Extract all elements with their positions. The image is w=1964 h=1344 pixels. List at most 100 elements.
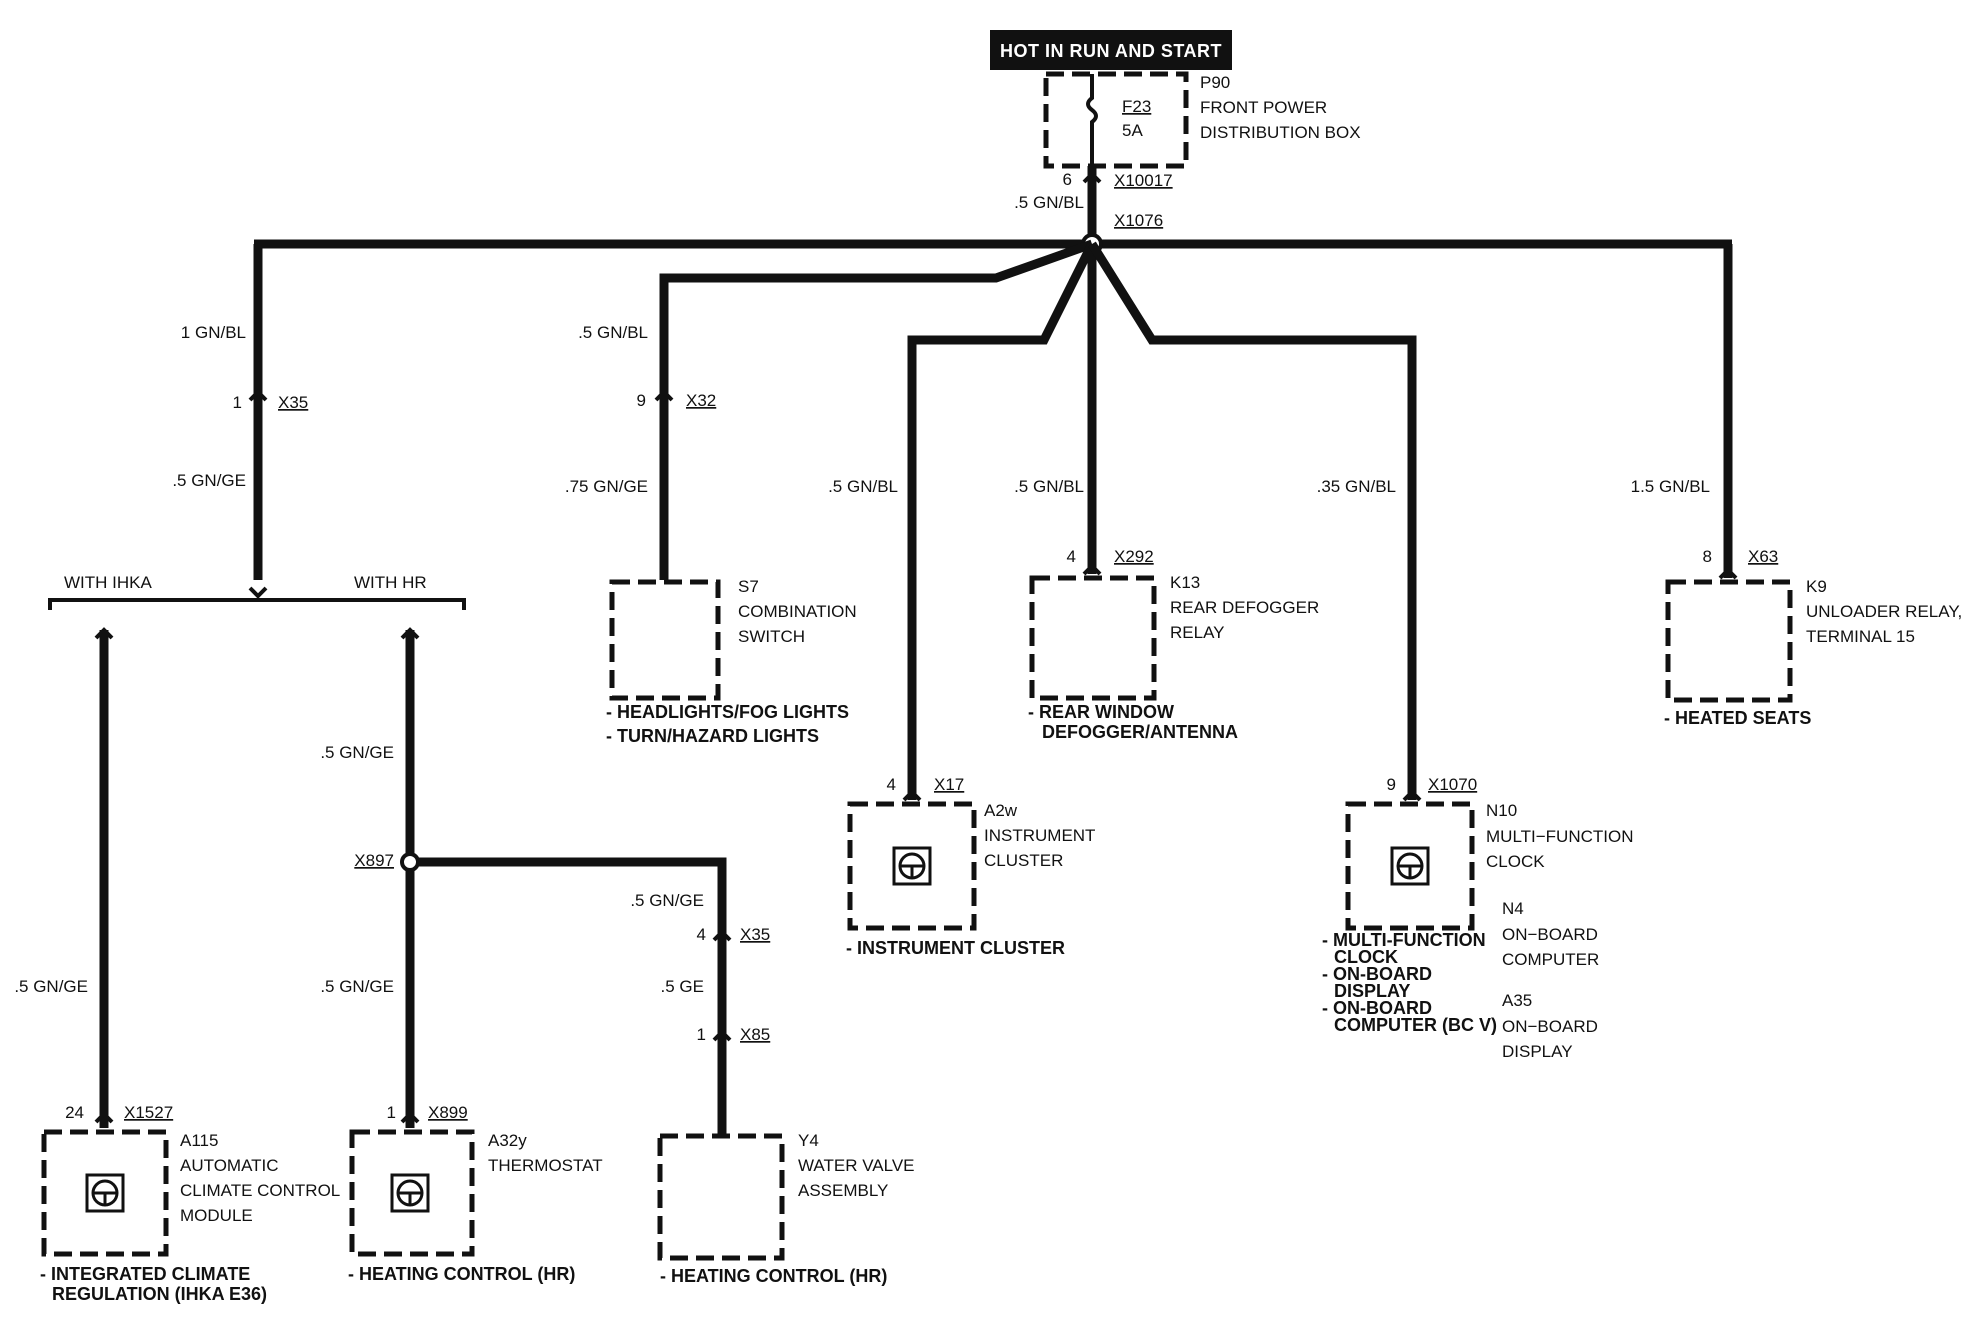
s7-line2: SWITCH: [738, 627, 805, 646]
hr-wire-upper-label: .5 GN/GE: [320, 743, 394, 762]
connector-symbol-x35: [248, 389, 268, 402]
ihka-pin: 1: [233, 393, 242, 412]
connector-symbol-x1527: [94, 1111, 114, 1124]
s7-wire-top: .5 GN/BL: [578, 323, 648, 342]
option-hr-label: WITH HR: [354, 573, 427, 592]
k9-pin: 8: [1703, 547, 1712, 566]
main-splice-label: X1076: [1114, 211, 1163, 230]
fuse-symbol: [1086, 74, 1098, 166]
connector-symbol-x292: [1082, 563, 1102, 576]
a2w-pin: 4: [887, 775, 896, 794]
valve-pin2: 1: [697, 1025, 706, 1044]
n10-note6: COMPUTER (BC V): [1334, 1015, 1497, 1035]
n10-id: N10: [1486, 801, 1517, 820]
k13-note2: DEFOGGER/ANTENNA: [1042, 722, 1238, 742]
hr-wire-lower-label: .5 GN/GE: [320, 977, 394, 996]
hr-splice-label: X897: [354, 851, 394, 870]
n10-note5: - ON-BOARD: [1322, 998, 1432, 1018]
a115-note2: REGULATION (IHKA E36): [52, 1284, 267, 1304]
connector-symbol-x10017: [1082, 171, 1102, 184]
a115-id: A115: [180, 1131, 218, 1150]
fuse-box-line2: DISTRIBUTION BOX: [1200, 123, 1361, 142]
n10-note4: DISPLAY: [1334, 981, 1410, 1001]
s7-connector: X32: [686, 391, 716, 410]
connector-symbol-x63: [1718, 567, 1738, 580]
a2w-line1: INSTRUMENT: [984, 826, 1095, 845]
fuse-box-id: P90: [1200, 73, 1230, 92]
option-arrow: [248, 586, 268, 599]
k9-id: K9: [1806, 577, 1827, 596]
a2w-line2: CLUSTER: [984, 851, 1063, 870]
k9-line1: UNLOADER RELAY,: [1806, 602, 1962, 621]
k13-note1: - REAR WINDOW: [1028, 702, 1174, 722]
n10-note1: - MULTI-FUNCTION: [1322, 930, 1486, 950]
main-feed-wire-label: .5 GN/BL: [1014, 193, 1084, 212]
s7-note2: - TURN/HAZARD LIGHTS: [606, 726, 819, 746]
main-feed-pin: 6: [1063, 170, 1072, 189]
connector-symbol-x17: [902, 789, 922, 802]
connector-symbol-x1070: [1402, 789, 1422, 802]
s7-feed-wire: [659, 239, 1094, 580]
n10-connector: X1070: [1428, 775, 1477, 794]
a32y-thermostat-outline: [349, 1129, 475, 1257]
n10-clock-outline: [1345, 801, 1475, 931]
a2w-cluster-outline: [847, 801, 977, 931]
s7-line1: COMBINATION: [738, 602, 857, 621]
hr-splice-point: [400, 852, 420, 872]
connector-symbol-x899: [400, 1111, 420, 1124]
a115-connector: X1527: [124, 1103, 173, 1122]
a2w-feed-wire: [907, 241, 1097, 800]
s7-id: S7: [738, 577, 759, 596]
n10-pin: 9: [1387, 775, 1396, 794]
option-bracket: [48, 598, 466, 610]
connector-symbol-x35-lower: [712, 929, 732, 942]
steering-wheel-icon: [892, 846, 932, 886]
a35-id: A35: [1502, 991, 1532, 1010]
valve-pin1: 4: [697, 925, 706, 944]
k13-wire: .5 GN/BL: [1014, 477, 1084, 496]
k13-line2: RELAY: [1170, 623, 1225, 642]
n10-note3: - ON-BOARD: [1322, 964, 1432, 984]
fuse-box-outline: [1043, 71, 1189, 169]
y4-valve-outline: [657, 1133, 785, 1261]
k9-relay-outline: [1665, 579, 1793, 703]
y4-note: - HEATING CONTROL (HR): [660, 1266, 887, 1286]
main-feed-connector: X10017: [1114, 171, 1173, 190]
a115-line1: AUTOMATIC: [180, 1156, 279, 1175]
a115-line3: MODULE: [180, 1206, 253, 1225]
a115-note1: - INTEGRATED CLIMATE: [40, 1264, 250, 1284]
arrow-ihka-top: [94, 627, 114, 640]
a32y-connector: X899: [428, 1103, 468, 1122]
steering-wheel-icon: [390, 1173, 430, 1213]
k13-connector: X292: [1114, 547, 1154, 566]
n4-line1: ON−BOARD: [1502, 925, 1598, 944]
a32y-pin: 1: [387, 1103, 396, 1122]
option-ihka-label: WITH IHKA: [64, 573, 152, 592]
s7-wire-bottom: .75 GN/GE: [565, 477, 648, 496]
a2w-note: - INSTRUMENT CLUSTER: [846, 938, 1065, 958]
connector-symbol-x32: [654, 389, 674, 402]
k13-line1: REAR DEFOGGER: [1170, 598, 1319, 617]
a2w-connector: X17: [934, 775, 964, 794]
a2w-wire: .5 GN/BL: [828, 477, 898, 496]
y4-line2: ASSEMBLY: [798, 1181, 888, 1200]
k13-relay-outline: [1029, 575, 1157, 701]
a2w-id: A2w: [984, 801, 1018, 820]
n10-line2: CLOCK: [1486, 852, 1545, 871]
power-source-banner: [990, 30, 1232, 70]
a35-line2: DISPLAY: [1502, 1042, 1573, 1061]
n10-wire: .35 GN/BL: [1317, 477, 1396, 496]
k9-line2: TERMINAL 15: [1806, 627, 1915, 646]
n4-id: N4: [1502, 899, 1524, 918]
a115-pin: 24: [65, 1103, 84, 1122]
a35-line1: ON−BOARD: [1502, 1017, 1598, 1036]
steering-wheel-icon: [85, 1173, 125, 1213]
ihka-wire-mid: .5 GN/GE: [172, 471, 246, 490]
ihka-wire-top: 1 GN/BL: [181, 323, 246, 342]
fuse-rating: 5A: [1122, 121, 1143, 140]
valve-wire1: .5 GN/GE: [630, 891, 704, 910]
k13-pin: 4: [1067, 547, 1076, 566]
y4-line1: WATER VALVE: [798, 1156, 915, 1175]
a32y-line1: THERMOSTAT: [488, 1156, 603, 1175]
